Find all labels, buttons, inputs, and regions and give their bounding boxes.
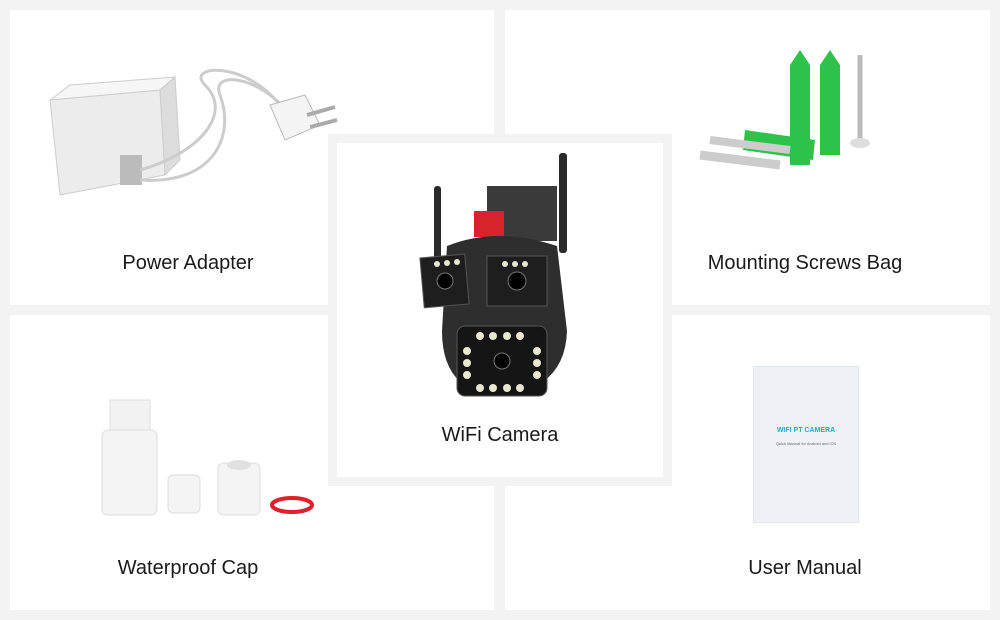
camera-icon xyxy=(419,153,567,397)
label-user-manual: User Manual xyxy=(748,557,862,579)
label-power-adapter: Power Adapter xyxy=(122,252,254,274)
label-mounting-screws: Mounting Screws Bag xyxy=(707,252,903,274)
manual-icon: WIFI PT CAMERA Quick Manual for Android … xyxy=(753,366,859,523)
manual-title: WIFI PT CAMERA xyxy=(776,427,836,434)
manual-subtitle: Quick Manual for Android and iOS xyxy=(775,441,837,446)
label-waterproof-cap: Waterproof Cap xyxy=(117,557,259,579)
waterproof-cap-icon xyxy=(101,399,314,516)
panel-wifi-camera: WiFi Camera xyxy=(328,134,672,486)
label-wifi-camera: WiFi Camera xyxy=(441,424,559,446)
power-adapter-icon xyxy=(48,68,338,196)
screws-icon xyxy=(699,50,870,170)
